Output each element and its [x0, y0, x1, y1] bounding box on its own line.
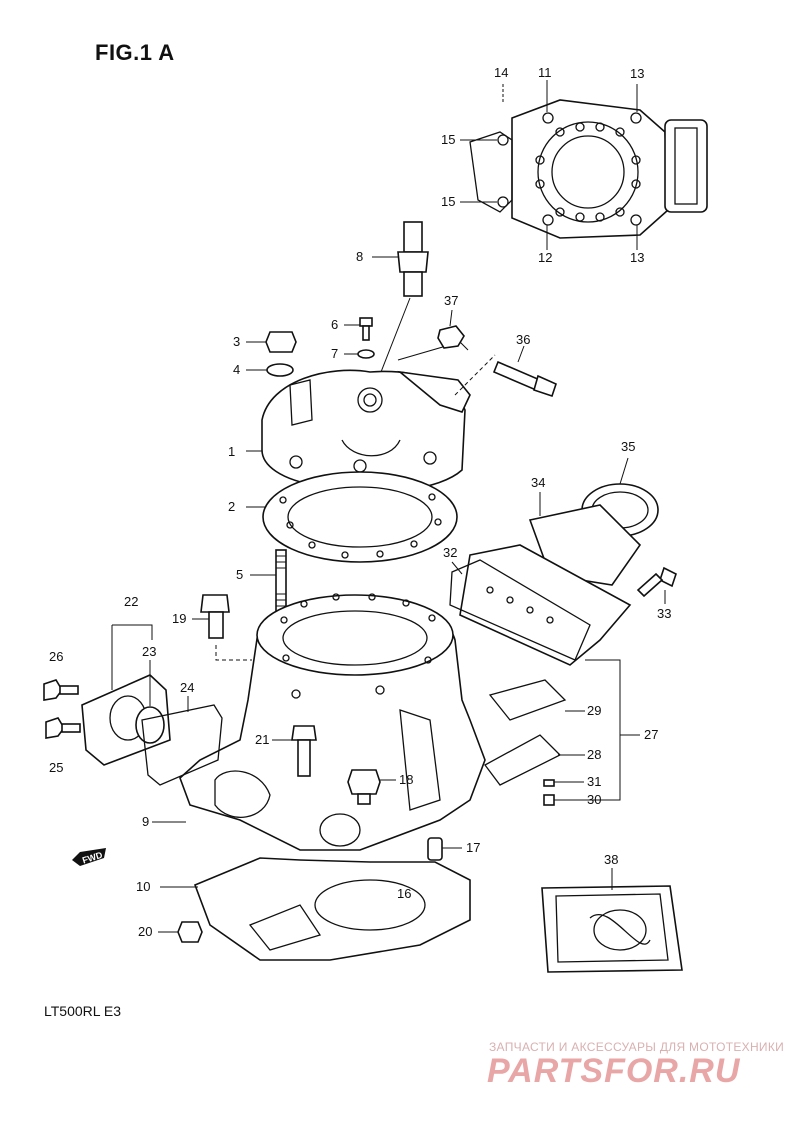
callout-29: 29	[587, 703, 601, 718]
cylinder-bolt	[192, 594, 252, 661]
callout-7: 7	[331, 346, 338, 361]
stud-bolt	[272, 725, 317, 777]
callout-22: 22	[124, 594, 138, 609]
callout-19: 19	[172, 611, 186, 626]
callout-15-bottom: 15	[441, 194, 455, 209]
cylinder-stud	[250, 549, 287, 613]
callout-16: 16	[397, 886, 411, 901]
forward-direction-arrow	[72, 848, 106, 866]
model-code: LT500RL E3	[44, 1003, 122, 1019]
callout-9: 9	[142, 814, 149, 829]
figure-title: FIG.1 A	[95, 40, 175, 65]
callout-13-bottom: 13	[630, 250, 644, 265]
intake-bolt-upper	[43, 679, 79, 701]
reed-valve-assembly	[449, 544, 640, 801]
callout-25: 25	[49, 760, 63, 775]
callout-10: 10	[136, 879, 150, 894]
small-bolt	[344, 317, 373, 341]
watermark-tagline: ЗАПЧАСТИ И АКСЕССУАРЫ ДЛЯ МОТОТЕХНИКИ	[489, 1040, 785, 1054]
callout-36: 36	[516, 332, 530, 347]
callout-12: 12	[538, 250, 552, 265]
callout-23: 23	[142, 644, 156, 659]
cap-nut	[347, 769, 396, 805]
callout-20: 20	[138, 924, 152, 939]
callout-30: 30	[587, 792, 601, 807]
watermark-logo: PARTSFOR.RU	[487, 1052, 741, 1090]
callout-28: 28	[587, 747, 601, 762]
callout-26: 26	[49, 649, 63, 664]
callout-11: 11	[538, 65, 552, 80]
base-gasket	[160, 857, 471, 961]
callout-1: 1	[228, 444, 235, 459]
callout-2: 2	[228, 499, 235, 514]
intake-gasket	[141, 696, 223, 786]
head-nut	[246, 331, 297, 353]
intake-bolt-lower	[45, 717, 81, 739]
small-washer	[344, 349, 375, 359]
callout-3: 3	[233, 334, 240, 349]
callout-13-top: 13	[630, 66, 644, 81]
callout-5: 5	[236, 567, 243, 582]
manual-packet	[541, 868, 683, 973]
callout-15-top: 15	[441, 132, 455, 147]
callout-33: 33	[657, 606, 671, 621]
callout-14: 14	[494, 65, 508, 80]
cylinder-block	[152, 593, 486, 851]
flange-nut	[437, 309, 465, 349]
callout-27: 27	[644, 727, 658, 742]
callout-34: 34	[531, 475, 545, 490]
reed-petal	[488, 679, 585, 721]
callout-6: 6	[331, 317, 338, 332]
callout-24: 24	[180, 680, 194, 695]
intake-flange	[81, 624, 171, 766]
boot-bolt	[636, 566, 677, 604]
reed-screw	[543, 779, 584, 806]
callout-labels: 1 2 3 4 5 6 7 8 9 10 11 12 13 13 14 15 1…	[49, 65, 671, 939]
head-gasket	[246, 471, 458, 563]
head-top-view	[460, 80, 708, 250]
dowel-pin-upper	[427, 837, 462, 861]
callout-31: 31	[587, 774, 601, 789]
callout-21: 21	[255, 732, 269, 747]
callout-37: 37	[444, 293, 458, 308]
reed-stopper	[484, 734, 585, 786]
callout-8: 8	[356, 249, 363, 264]
cylinder-head	[246, 341, 496, 493]
callout-38: 38	[604, 852, 618, 867]
base-nut	[158, 921, 203, 943]
callout-4: 4	[233, 362, 240, 377]
long-bolt	[492, 345, 557, 398]
callout-17: 17	[466, 840, 480, 855]
callout-35: 35	[621, 439, 635, 454]
spark-plug	[371, 221, 429, 396]
callout-18: 18	[399, 772, 413, 787]
head-washer	[246, 363, 294, 377]
callout-32: 32	[443, 545, 457, 560]
